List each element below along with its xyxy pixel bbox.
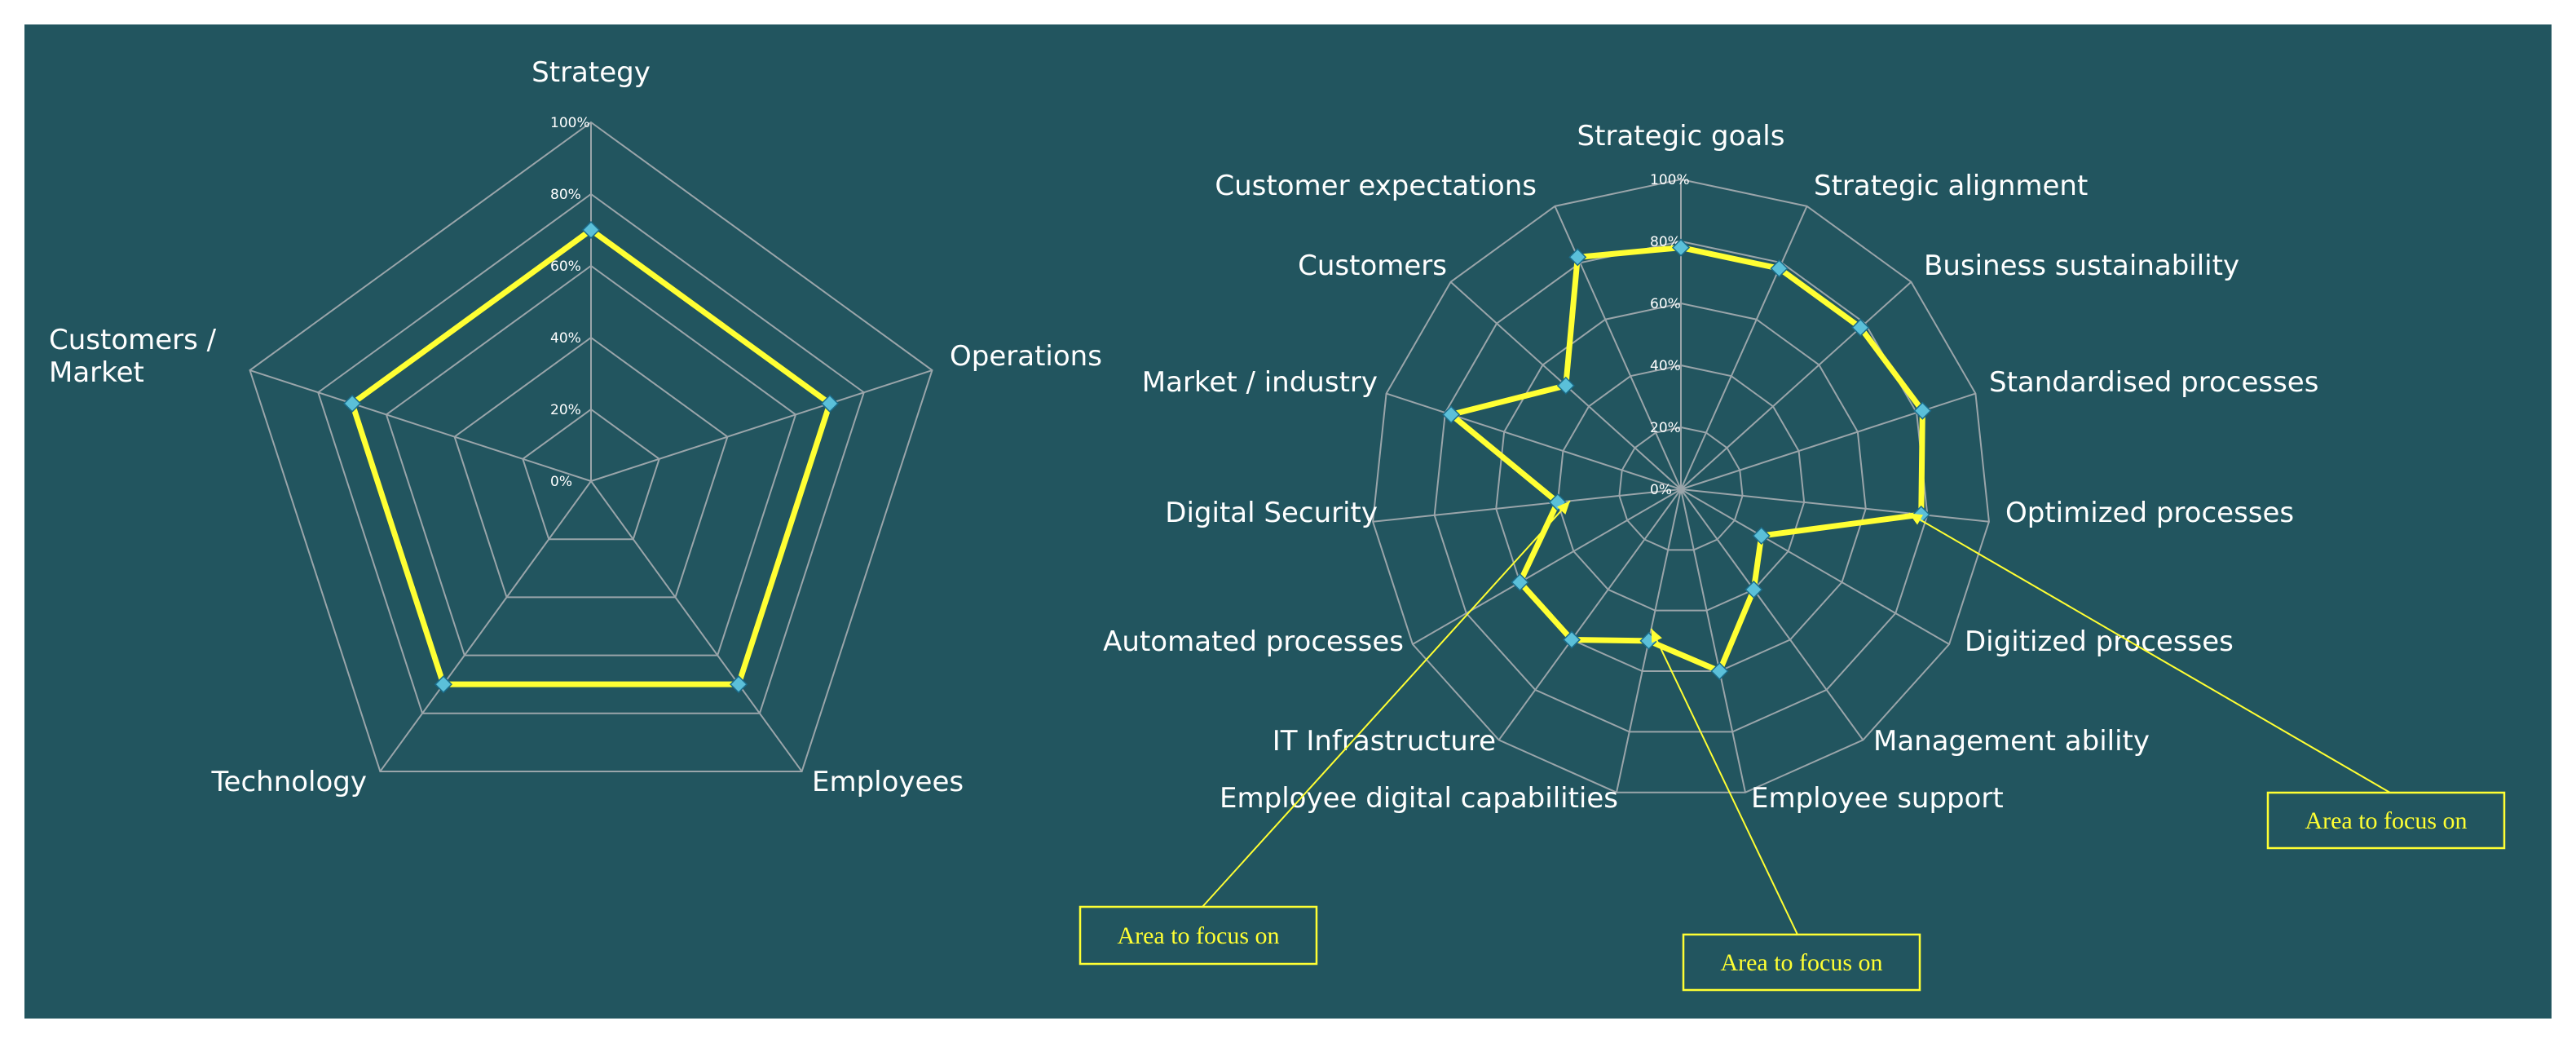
axis-label: Customers (1298, 250, 1447, 282)
grid-spoke (1680, 488, 1950, 645)
annotation-arrowhead (1651, 628, 1662, 643)
grid-spoke (1498, 488, 1682, 741)
grid-ring (1372, 178, 1990, 793)
tick-label: 80% (550, 187, 581, 203)
annotation-label: Area to focus on (1720, 949, 1882, 976)
axis-label: Digitized processes (1965, 625, 2234, 658)
grid-ring (453, 336, 729, 599)
axis-label: Employee support (1751, 782, 2004, 815)
grid-ring (249, 121, 933, 772)
data-point-marker (1913, 401, 1932, 420)
axis-label: Strategic goals (1577, 120, 1785, 152)
tick-label: 40% (550, 330, 581, 347)
axis-label: Customers /Market (49, 324, 217, 389)
tick-label: 40% (1650, 358, 1681, 374)
axis-label: IT Infrastructure (1273, 725, 1496, 758)
axis-label: Employee digital capabilities (1220, 782, 1618, 815)
data-point-marker (1562, 630, 1581, 649)
tick-label: 0% (550, 474, 572, 490)
axis-label: Employees (812, 766, 964, 798)
annotation-box (1682, 933, 1921, 992)
data-point-marker (1511, 572, 1529, 592)
data-point-marker (343, 394, 362, 413)
tick-label: 100% (1650, 172, 1690, 188)
annotation-arrow-line (1650, 628, 1798, 935)
data-point-marker (581, 220, 601, 240)
series-line (1448, 245, 1925, 674)
annotation-box (2266, 791, 2506, 850)
grid-spoke (1386, 392, 1682, 490)
grid-spoke (249, 369, 592, 482)
data-point-marker (434, 675, 453, 694)
radar-chart-pillars: 0% 20% 40% 60% 80% 100% StrategyOperationsEmpl… (49, 56, 1102, 798)
grid-ring (1618, 426, 1744, 551)
annotations: Area to focus on Area to focus on Area to … (1078, 500, 2506, 992)
grid-spoke (590, 480, 803, 772)
axis-label: Strategy (532, 56, 651, 89)
axis-label: Technology (211, 766, 367, 798)
grid-spoke (1680, 488, 1746, 793)
grid-spoke (1680, 488, 1864, 741)
tick-label: 20% (1650, 420, 1681, 436)
data-point-marker (1710, 661, 1729, 681)
grid-ring (317, 192, 865, 714)
tick-label: 0% (1650, 482, 1672, 498)
annotation-box (1078, 905, 1318, 966)
data-point-marker (1442, 405, 1461, 424)
axis-label: Business sustainability (1924, 250, 2239, 282)
radar-chart-dimensions: 0%20%40%60%80%100%Strategic goalsStrateg… (1103, 120, 2318, 815)
data-point-marker (1745, 580, 1763, 599)
axis-label: Market / industry (1142, 366, 1378, 399)
axis-label: Standardised processes (1989, 366, 2318, 399)
annotation-label: Area to focus on (1117, 922, 1279, 949)
data-point-marker (1671, 238, 1691, 257)
data-point-marker (1568, 248, 1587, 267)
axis-label: Optimized processes (2005, 497, 2294, 529)
grid-spoke (1412, 488, 1682, 645)
annotation-arrowhead (1557, 501, 1570, 515)
grid-spoke (1680, 206, 1808, 490)
grid-spoke (379, 480, 592, 772)
data-point-marker (1556, 376, 1575, 395)
chart-panel (24, 24, 2552, 1019)
annotation-arrow-line (1202, 500, 1571, 908)
data-point-marker (1770, 259, 1789, 278)
annotation-label: Area to focus on (2305, 807, 2467, 834)
grid-spoke (590, 369, 933, 482)
axis-label: Automated processes (1103, 625, 1404, 658)
data-point-marker (1851, 318, 1870, 337)
annotation-arrow-line (1908, 512, 2391, 793)
series-line (349, 227, 833, 687)
axis-label: Customer expectations (1215, 170, 1537, 202)
annotation-arrowhead (1908, 513, 1924, 525)
axis-label: Operations (950, 340, 1102, 373)
axis-label: Strategic alignment (1814, 170, 2088, 202)
grid-ring (385, 264, 797, 656)
axis-label: Management ability (1873, 725, 2150, 758)
grid-spoke (1680, 392, 1976, 490)
data-point-marker (729, 675, 748, 694)
tick-label: 20% (550, 402, 581, 418)
grid-ring (522, 408, 660, 541)
axis-label: Digital Security (1165, 497, 1378, 529)
tick-label: 100% (550, 115, 590, 131)
data-point-marker (1752, 526, 1771, 546)
data-point-marker (820, 394, 839, 413)
grid-ring (1556, 364, 1806, 612)
grid-spoke (1680, 281, 1912, 490)
tick-label: 60% (1650, 296, 1681, 312)
grid-spoke (1680, 488, 1990, 523)
tick-label: 60% (550, 259, 581, 275)
grid-spoke (1372, 488, 1682, 523)
